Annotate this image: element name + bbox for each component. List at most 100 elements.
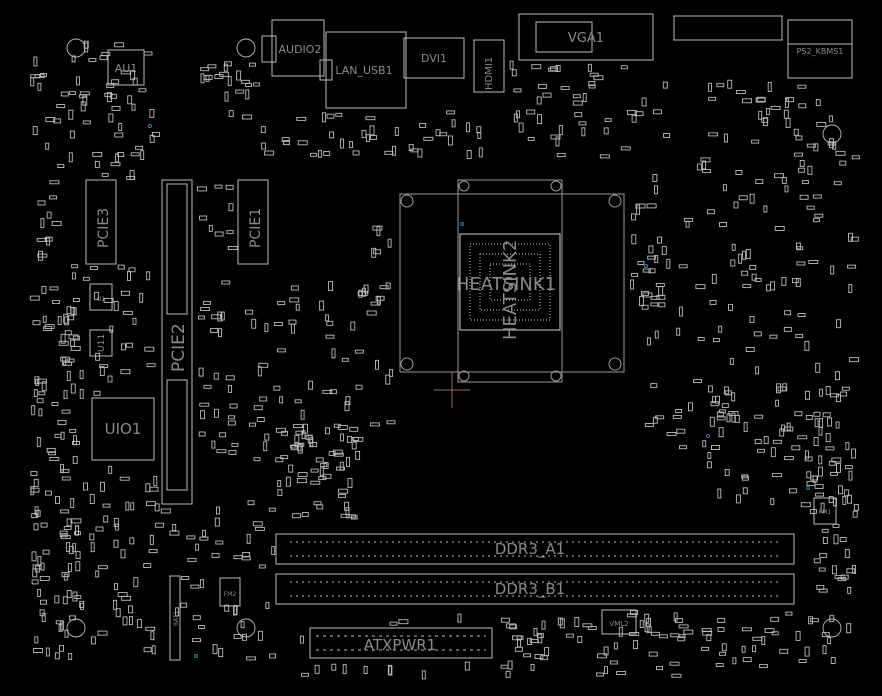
smd-component [111,105,121,111]
smd-component [775,399,780,407]
smd-component [57,164,65,168]
smd-component [61,476,71,481]
smd-component [781,276,787,286]
smd-component [814,213,824,218]
smd-component [806,480,816,486]
smd-component [277,480,282,488]
smd-component [841,386,850,391]
smd-component [310,480,321,485]
smd-component [830,471,838,476]
smd-component [806,205,815,210]
smd-component [72,591,78,602]
smd-component [766,108,770,115]
smd-component [706,209,715,215]
smd-component [708,96,717,101]
smd-component [831,457,842,463]
smd-component [791,278,799,284]
smd-component [60,509,70,514]
smd-component [781,424,786,432]
smd-component [534,654,544,659]
smd-component [89,494,95,504]
smd-component [555,136,560,147]
smd-component [669,661,680,666]
smd-component [59,644,64,652]
smd-component [728,303,733,311]
smd-component [827,141,836,146]
smd-component [31,551,37,562]
smd-component [727,79,733,89]
smd-component [509,60,514,70]
smd-component [228,203,234,212]
smd-component [478,147,483,158]
smd-component [33,389,38,398]
smd-component [70,345,81,351]
audio-connector: AUDIO2 [261,19,325,77]
smd-component [741,645,746,653]
smd-component [644,613,650,623]
smd-component [679,445,687,450]
smd-component [35,509,41,517]
smd-component [766,284,771,292]
smd-component [783,109,789,119]
smd-component [392,145,396,156]
test-point [460,222,464,226]
smd-component [202,529,207,537]
smd-component [639,620,644,629]
fm1-label: FM1 [819,509,832,516]
smd-component [724,390,732,396]
smd-component [57,420,67,425]
smd-component [129,537,135,545]
smd-component [785,611,793,616]
smd-component [260,126,266,134]
smd-component [743,421,748,432]
smd-component [60,535,71,540]
uio1-label: UIO1 [105,420,142,438]
smd-component [214,231,224,237]
smd-component [351,441,357,450]
smd-component [301,430,306,440]
smd-component [363,666,368,674]
smd-component [149,108,155,118]
smd-component [435,129,441,137]
smd-component [572,100,583,106]
smd-component [82,120,91,125]
smd-component [379,285,389,290]
smd-component [712,338,720,343]
smd-component [595,672,604,677]
smd-component [326,113,335,119]
smd-component [252,521,263,527]
smd-component [310,442,318,448]
smd-component [819,417,824,428]
smd-component [603,127,609,135]
smd-component [735,494,741,504]
smd-component [828,496,834,504]
smd-component [813,218,820,223]
smd-component [700,157,711,163]
smd-component [825,446,835,451]
smd-component [657,236,662,244]
smd-component [100,481,105,492]
smd-component [793,128,799,136]
smd-component [847,264,857,269]
smd-component [317,149,322,158]
smd-component [550,134,561,140]
dvi-connector: DVI1 [403,37,465,79]
smd-component [113,539,119,548]
smd-component [797,84,807,89]
smd-component [63,390,68,400]
smd-component [318,476,327,481]
smd-component [143,51,153,56]
smd-component [31,405,36,416]
smd-component [819,388,824,397]
smd-component [122,310,133,315]
smd-component [539,655,548,661]
smd-component [673,612,678,622]
smd-component [149,534,154,545]
smd-component [733,201,739,209]
smd-component [742,657,752,663]
smd-component [642,268,651,273]
vga-label: VGA1 [568,31,604,46]
smd-component [701,646,710,651]
smd-component [93,390,101,396]
